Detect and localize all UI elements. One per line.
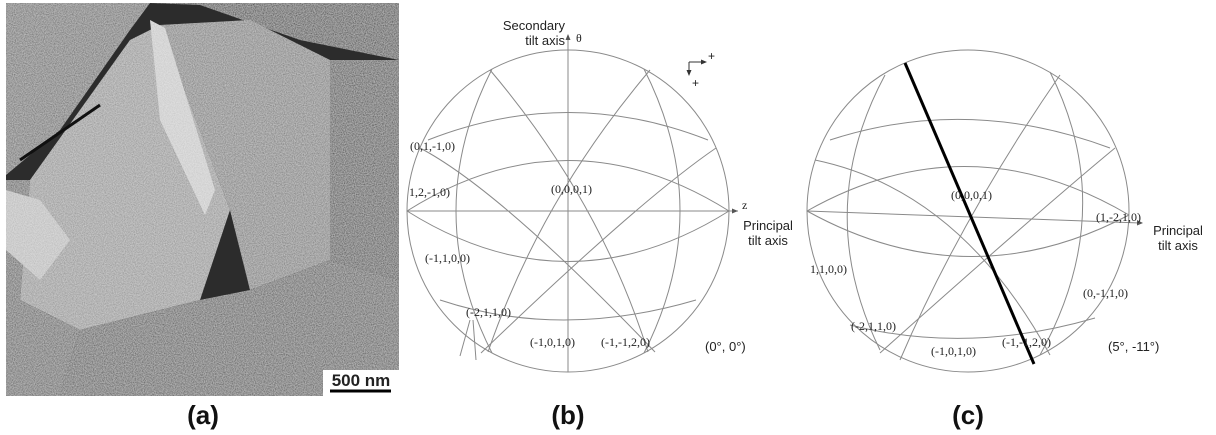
panel-a-caption: (a) <box>187 400 219 430</box>
panel-b-great-circle-left <box>455 68 493 354</box>
panel-b-pole-label: (-1,-1,2,0) <box>601 335 650 349</box>
panel-c-pole-label: 1,1,0,0) <box>810 262 847 276</box>
panel-b-tick-1 <box>459 319 471 357</box>
panel-c-great-circle-lower <box>806 210 1130 257</box>
panel-a-micrograph <box>6 3 399 396</box>
panel-b-great-circle-diag3 <box>489 69 649 353</box>
orientation-plus-y: + <box>692 76 699 90</box>
panel-c-pole-label: (-2,1,1,0) <box>851 319 896 333</box>
panel-c-pole-label: (-1,0,1,0) <box>931 344 976 358</box>
panel-b-stereogram <box>406 34 738 373</box>
scale-bar-label: 500 nm <box>332 371 391 390</box>
panel-b-pole-label: (-1,1,0,0) <box>425 251 470 265</box>
panel-b-secondary-axis-label-line1: Secondary <box>503 18 566 33</box>
panel-c-small-circle-1 <box>829 118 1111 149</box>
panel-b-great-circle-diag2 <box>480 147 717 354</box>
panel-b-pole-label: (-1,0,1,0) <box>530 335 575 349</box>
panel-b-pole-label: 1,2,-1,0) <box>409 185 450 199</box>
panel-b-principal-axis-label-line1: Principal <box>743 218 793 233</box>
panel-c-great-circle-right <box>1039 71 1084 356</box>
panel-c-pole-label: (0,-1,1,0) <box>1083 286 1128 300</box>
panel-c-great-circle-diag3 <box>899 74 1061 361</box>
panel-c-principal-axis-line <box>806 210 1141 224</box>
panel-c-small-circle-2 <box>849 317 1096 339</box>
orientation-plus-x: + <box>708 49 715 63</box>
panel-c-principal-axis-arrow <box>1137 220 1143 226</box>
panel-c-pole-label: (-1,-1,2,0) <box>1002 335 1051 349</box>
panel-b-great-circle-upper <box>406 160 730 212</box>
panel-c-stereogram <box>806 49 1143 373</box>
panel-c-principal-axis-label-line2: tilt axis <box>1158 238 1198 253</box>
panel-c-great-circle-left <box>846 74 886 351</box>
panel-b-principal-axis-label-line2: tilt axis <box>748 233 788 248</box>
panel-b-great-circle-diag4 <box>487 69 651 353</box>
panel-c-trace-line <box>903 62 1036 365</box>
panel-b-secondary-axis-arrow <box>565 34 571 40</box>
panel-b-z-symbol: z <box>742 198 747 212</box>
panel-c-pole-label: (1,-2,1,0) <box>1096 210 1141 224</box>
panel-b-theta-symbol: θ <box>576 31 582 45</box>
panel-b-principal-axis-arrow <box>732 208 738 214</box>
panel-b-tilt-readout: (0°, 0°) <box>705 339 746 354</box>
panel-c-caption: (c) <box>952 400 984 430</box>
panel-b-great-circle-lower <box>406 210 730 262</box>
panel-b-tick-2 <box>472 319 477 361</box>
panel-c-great-circle-diag1 <box>814 159 1051 356</box>
panel-b-small-circle-1 <box>427 112 709 141</box>
panel-b-pole-label: (-2,1,1,0) <box>466 305 511 319</box>
panel-b-great-circle-diag1 <box>419 147 656 353</box>
panel-b-great-circle-right <box>643 68 681 354</box>
panel-b-caption: (b) <box>551 400 584 430</box>
panel-b-secondary-axis-label-line2: tilt axis <box>525 33 565 48</box>
panel-c-great-circle-diag2 <box>879 147 1116 354</box>
panel-b-small-circle-2 <box>439 299 697 321</box>
panel-c-great-circle-upper <box>806 166 1130 216</box>
panel-b-orientation-indicator: + + <box>686 49 715 90</box>
panel-c-tilt-readout: (5°, -11°) <box>1108 339 1159 354</box>
panel-c-principal-axis-label-line1: Principal <box>1153 223 1203 238</box>
panel-b-pole-label: (0,1,-1,0) <box>410 139 455 153</box>
panel-c-pole-label: (0,0,0,1) <box>951 188 992 202</box>
panel-b-pole-label: (0,0,0,1) <box>551 182 592 196</box>
